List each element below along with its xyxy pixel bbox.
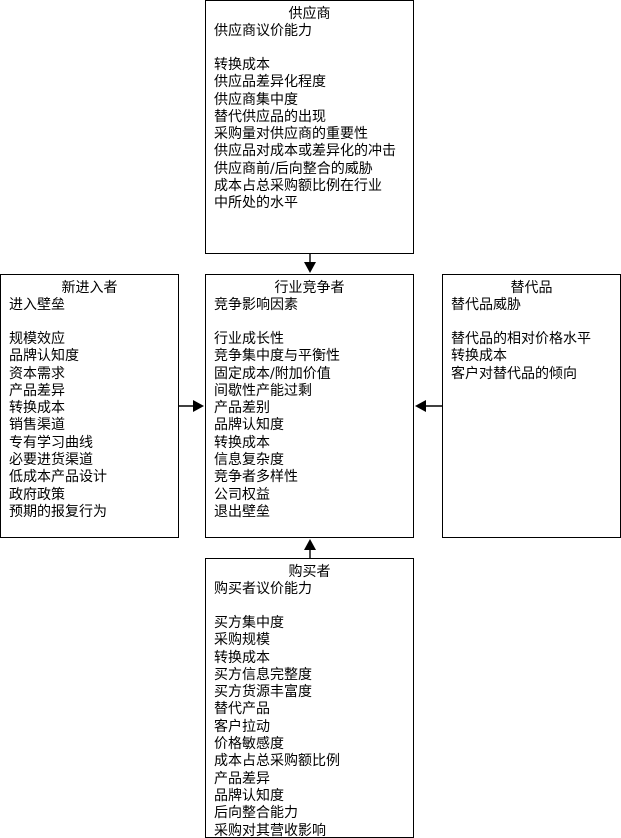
arrow-newentrant-to-industry: [179, 400, 204, 412]
list-item: 间歇性产能过剩: [214, 382, 312, 399]
list-item: 品牌认知度: [9, 348, 79, 365]
list-item: 转换成本: [214, 434, 270, 451]
list-item: 供应商前/后向整合的威胁: [214, 160, 373, 177]
new-entrants-factor-list: 规模效应 品牌认知度 资本需求 产品差异 转换成本 销售渠道 专有学习曲线 必要…: [1, 331, 178, 521]
list-item: 资本需求: [9, 365, 65, 382]
list-item: 替代产品: [214, 701, 270, 718]
list-item: 转换成本: [9, 400, 65, 417]
new-entrants-box: 新进入者 进入壁垒 规模效应 品牌认知度 资本需求 产品差异 转换成本 销售渠道…: [0, 274, 179, 538]
list-item: 竞争集中度与平衡性: [214, 348, 340, 365]
list-item: 转换成本: [451, 348, 507, 365]
list-item: 竞争者多样性: [214, 469, 298, 486]
substitutes-subtitle: 替代品威胁: [451, 297, 521, 313]
list-item: 买方货源丰富度: [214, 684, 312, 701]
list-item: 信息复杂度: [214, 452, 284, 469]
list-item: 专有学习曲线: [9, 434, 93, 451]
list-item: 必要进货渠道: [9, 452, 93, 469]
list-item: 低成本产品设计: [9, 469, 107, 486]
list-item: 规模效应: [9, 331, 65, 347]
list-item: 行业成长性: [214, 331, 284, 347]
buyers-box: 购买者 购买者议价能力 买方集中度 采购规模 转换成本 买方信息完整度 买方货源…: [205, 558, 414, 838]
industry-subtitle: 竞争影响因素: [214, 297, 298, 313]
list-item: 买方信息完整度: [214, 666, 312, 683]
substitutes-title: 替代品: [510, 280, 553, 296]
supplier-title: 供应商: [288, 6, 331, 22]
list-item: 公司权益: [214, 486, 270, 503]
list-item: 供应品差异化程度: [214, 74, 326, 91]
list-item: 产品差异: [9, 382, 65, 399]
arrow-substitute-to-industry: [415, 400, 442, 412]
list-item: 供应商集中度: [214, 91, 298, 108]
list-item: 退出壁垒: [214, 503, 270, 520]
list-item: 替代供应品的出现: [214, 108, 326, 125]
list-item: 成本占总采购额比例: [214, 753, 340, 770]
industry-factor-list: 行业成长性 竞争集中度与平衡性 固定成本/附加价值 间歇性产能过剩 产品差别 品…: [206, 331, 413, 521]
buyers-title: 购买者: [288, 564, 331, 580]
list-item: 品牌认知度: [214, 417, 284, 434]
industry-title: 行业竞争者: [274, 280, 345, 296]
list-item: 采购量对供应商的重要性: [214, 126, 368, 143]
supplier-subtitle: 供应商议价能力: [214, 23, 312, 39]
industry-competitors-box: 行业竞争者 竞争影响因素 行业成长性 竞争集中度与平衡性 固定成本/附加价值 间…: [205, 274, 414, 538]
list-item: 政府政策: [9, 486, 65, 503]
list-item: 替代品的相对价格水平: [451, 331, 591, 347]
list-item: 产品差异: [214, 770, 270, 787]
substitutes-factor-list: 替代品的相对价格水平 转换成本 客户对替代品的倾向: [443, 331, 620, 383]
list-item: 预期的报复行为: [9, 503, 107, 520]
list-item: 客户对替代品的倾向: [451, 365, 577, 382]
substitutes-box: 替代品 替代品威胁 替代品的相对价格水平 转换成本 客户对替代品的倾向: [442, 274, 621, 538]
list-item: 供应品对成本或差异化的冲击: [214, 143, 396, 160]
list-item: 转换成本: [214, 57, 270, 73]
buyers-subtitle: 购买者议价能力: [214, 581, 312, 597]
arrow-buyer-to-industry: [304, 539, 316, 558]
list-item: 买方集中度: [214, 615, 284, 631]
list-item: 固定成本/附加价值: [214, 365, 331, 382]
list-item: 销售渠道: [9, 417, 65, 434]
list-item: 产品差别: [214, 400, 270, 417]
list-item: 价格敏感度: [214, 736, 284, 753]
new-entrants-subtitle: 进入壁垒: [9, 297, 65, 313]
supplier-box: 供应商 供应商议价能力 转换成本 供应品差异化程度 供应商集中度 替代供应品的出…: [205, 0, 414, 254]
arrow-supplier-to-industry: [304, 254, 316, 273]
list-item: 采购规模: [214, 632, 270, 649]
list-item: 成本占总采购额比例在行业中所处的水平: [214, 178, 382, 212]
list-item: 后向整合能力: [214, 805, 298, 822]
new-entrants-title: 新进入者: [61, 280, 118, 296]
buyers-factor-list: 买方集中度 采购规模 转换成本 买方信息完整度 买方货源丰富度 替代产品 客户拉…: [206, 615, 413, 837]
list-item: 品牌认知度: [214, 787, 284, 804]
supplier-factor-list: 转换成本 供应品差异化程度 供应商集中度 替代供应品的出现 采购量对供应商的重要…: [206, 57, 413, 213]
list-item: 客户拉动: [214, 718, 270, 735]
list-item: 转换成本: [214, 649, 270, 666]
